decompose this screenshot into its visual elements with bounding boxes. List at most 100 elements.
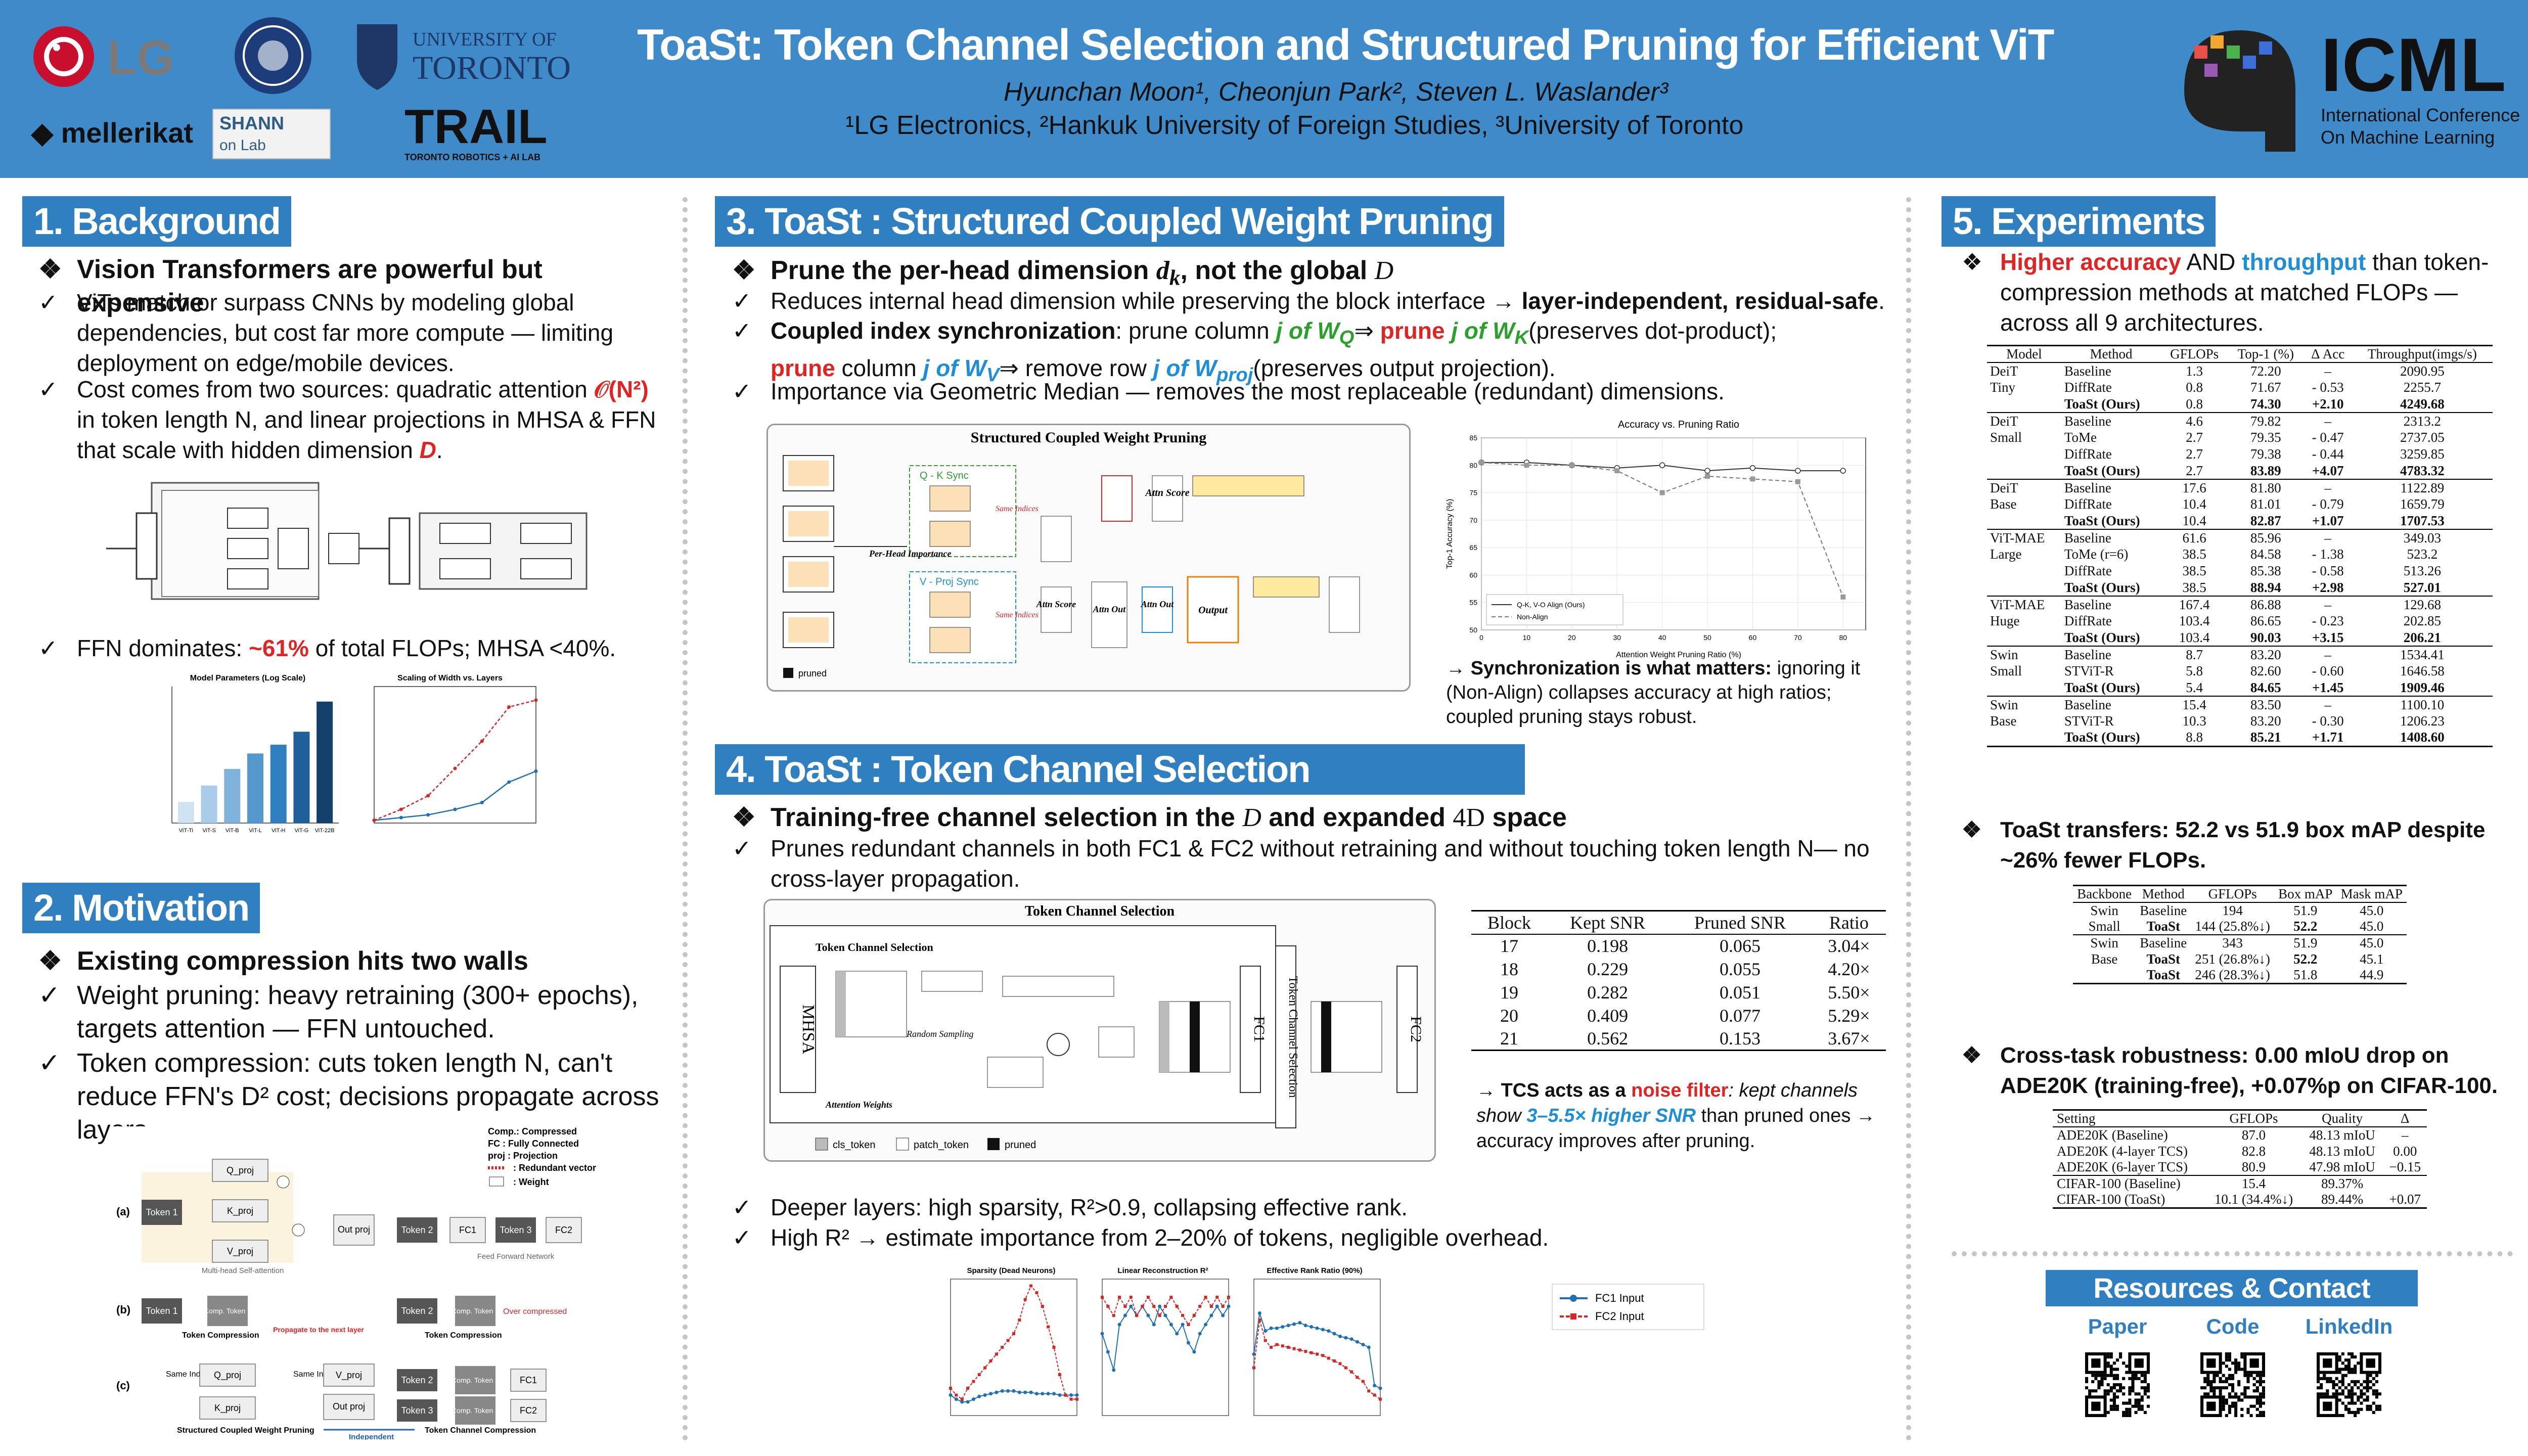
motivation-bullet: ✓Weight pruning: heavy retraining (300+ … (38, 979, 670, 1045)
linkedin-qr-code[interactable] (2317, 1350, 2381, 1420)
data-point (1287, 1346, 1290, 1349)
data-point (1227, 1304, 1231, 1308)
svg-text:Random Sampling: Random Sampling (906, 1029, 974, 1039)
svg-text:(b): (b) (116, 1303, 130, 1316)
data-point (1252, 1366, 1255, 1370)
data-point (1338, 1362, 1342, 1366)
data-point (1292, 1347, 1296, 1350)
svg-text:Comp. Token 2: Comp. Token 2 (452, 1307, 499, 1315)
tick-label: 50 (1703, 633, 1711, 642)
mellerikat-logo: ◆ mellerikat (31, 117, 194, 149)
data-point (1035, 1291, 1039, 1294)
data-point (1000, 1389, 1004, 1393)
bar (177, 802, 194, 823)
data-point (960, 1400, 964, 1404)
svg-text:Token 1: Token 1 (146, 1207, 177, 1217)
data-point (1221, 1305, 1225, 1308)
svg-text:(c): (c) (116, 1379, 130, 1392)
data-point (1198, 1332, 1202, 1336)
chart-title: Sparsity (Dead Neurons) (967, 1266, 1055, 1275)
link-label-linkedin[interactable]: LinkedIn (2305, 1314, 2393, 1338)
svg-text:Q_proj: Q_proj (227, 1165, 254, 1176)
data-point (534, 698, 538, 702)
data-point (1361, 1380, 1365, 1383)
diamond-bullet-icon: ❖ (732, 256, 756, 285)
section-heading-tcs: 4. ToaSt : Token Channel Selection (715, 744, 1525, 795)
svg-text:Token 2: Token 2 (401, 1225, 433, 1235)
tick-label: ViT-22B (315, 828, 335, 834)
data-point (1659, 490, 1665, 495)
data-point (1058, 1393, 1062, 1397)
data-point (1012, 1389, 1016, 1393)
data-point (1367, 1345, 1371, 1349)
data-point (1192, 1314, 1196, 1317)
data-point (1275, 1326, 1279, 1330)
motivation-key-point: ❖Existing compression hits two walls (38, 944, 670, 978)
code-qr-code[interactable] (2200, 1350, 2265, 1420)
svg-text:K_proj: K_proj (214, 1403, 241, 1414)
svg-text:FC1 Input: FC1 Input (1595, 1292, 1644, 1304)
data-point (1123, 1313, 1127, 1317)
data-point (1252, 1352, 1256, 1356)
svg-text:Same Indices: Same Indices (996, 611, 1039, 619)
data-point (1524, 463, 1529, 468)
data-point (1257, 1311, 1261, 1315)
pruning-bullet: ✓Importance via Geometric Median — remov… (732, 376, 1895, 406)
svg-text:Structured Coupled Weight Prun: Structured Coupled Weight Pruning (971, 429, 1206, 446)
svg-text:Comp. Token 2: Comp. Token 2 (452, 1376, 499, 1384)
svg-text:FC2: FC2 (555, 1225, 572, 1235)
resources-heading: Resources & Contact (2046, 1270, 2418, 1306)
data-point (1298, 1348, 1301, 1352)
tick-label: 80 (1469, 461, 1477, 469)
svg-text:cls_token: cls_token (833, 1140, 876, 1151)
bar (201, 785, 217, 823)
tick-label: ViT-L (249, 828, 261, 834)
data-point (1270, 1346, 1273, 1349)
link-label-code[interactable]: Code (2206, 1314, 2260, 1338)
data-point (1569, 463, 1574, 468)
data-point (1006, 1339, 1010, 1342)
data-point (1146, 1313, 1150, 1317)
paper-qr-code[interactable] (2085, 1350, 2150, 1420)
data-point (1344, 1366, 1347, 1370)
data-point (1281, 1344, 1284, 1348)
tick-label: 65 (1469, 543, 1477, 552)
data-point (1129, 1304, 1133, 1308)
data-point (1373, 1384, 1377, 1388)
tcs-caption: → TCS acts as a noise filter: kept chann… (1476, 1080, 1875, 1152)
data-point (1112, 1368, 1116, 1372)
data-point (1034, 1392, 1039, 1396)
section-heading-pruning: 3. ToaSt : Structured Coupled Weight Pru… (715, 196, 1504, 247)
data-point (1258, 1318, 1261, 1322)
tick-label: ViT-G (294, 828, 308, 834)
check-icon: ✓ (732, 317, 752, 344)
svg-text:Multi-head Self-attention: Multi-head Self-attention (202, 1266, 284, 1275)
tick-label: 20 (1568, 633, 1576, 642)
data-point (1356, 1340, 1360, 1344)
data-point (1164, 1305, 1167, 1308)
svg-text:Attention Weights: Attention Weights (825, 1100, 892, 1110)
svg-text:Propagate to the next layer: Propagate to the next layer (273, 1326, 364, 1334)
data-point (1064, 1393, 1067, 1397)
data-point (1112, 1314, 1115, 1317)
svg-text:Attn Score: Attn Score (1144, 487, 1189, 498)
link-label-paper[interactable]: Paper (2088, 1314, 2147, 1338)
trail-logo: TRAIL TORONTO ROBOTICS + AI LAB (404, 104, 548, 162)
svg-text:Out proj: Out proj (338, 1224, 370, 1235)
svg-text:K_proj: K_proj (227, 1206, 253, 1216)
data-point (507, 705, 511, 709)
data-point (1367, 1389, 1371, 1393)
tcs-key-point: ❖Training-free channel selection in the … (732, 801, 1895, 835)
data-point (1152, 1305, 1156, 1308)
svg-text:V - Proj Sync: V - Proj Sync (920, 576, 979, 587)
